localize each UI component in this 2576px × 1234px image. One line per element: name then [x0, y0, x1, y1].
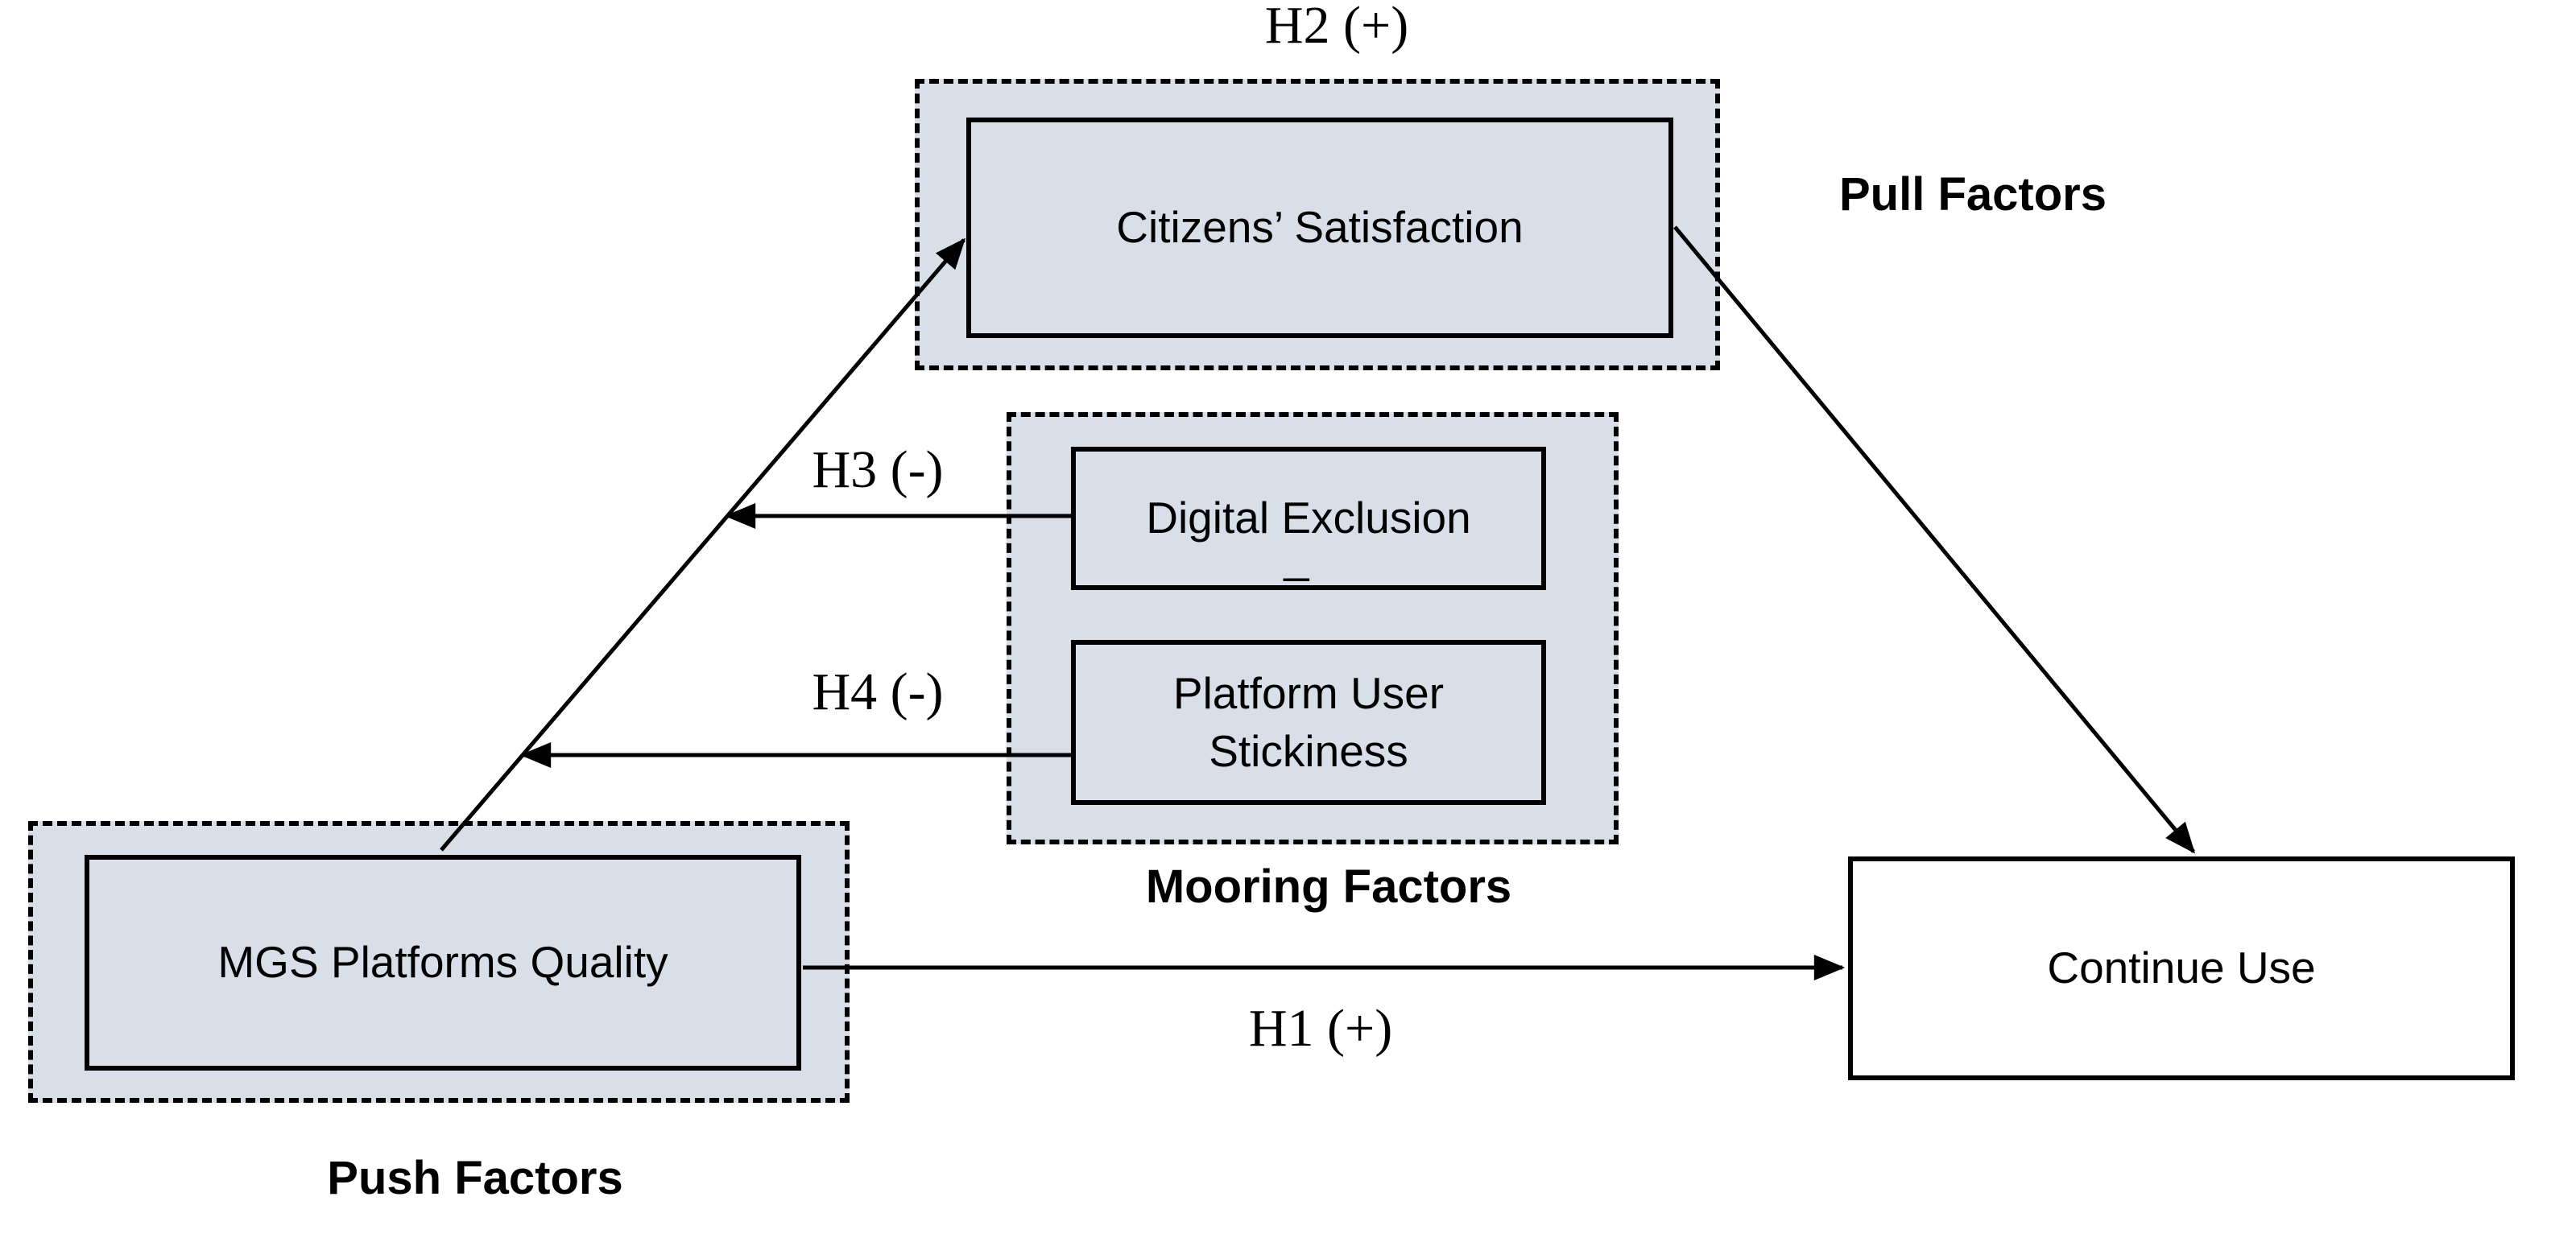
h4-label: H4 (-) — [812, 662, 944, 721]
mgs-to-satisfaction-arrow — [440, 237, 966, 852]
platform-user-stickiness-label: Platform User Stickiness — [1172, 668, 1445, 776]
platform-user-stickiness-node: Platform User Stickiness — [1071, 640, 1546, 805]
h1-label: H1 (+) — [1248, 999, 1393, 1058]
mgs-platforms-quality-node: MGS Platforms Quality — [85, 855, 801, 1071]
pull-factors-caption: Pull Factors — [1839, 168, 2107, 221]
h2-label: H2 (+) — [1264, 0, 1409, 55]
continue-use-label: Continue Use — [2047, 943, 2316, 993]
mgs-platforms-quality-label: MGS Platforms Quality — [217, 937, 668, 988]
mooring-factors-caption: Mooring Factors — [1145, 860, 1512, 913]
satisfaction-to-continue-arrow — [1673, 225, 2196, 854]
continue-use-node: Continue Use — [1848, 856, 2515, 1080]
digital-exclusion-label: Digital Exclusion — [1146, 493, 1471, 543]
h3-label: H3 (-) — [812, 440, 944, 499]
citizens-satisfaction-label: Citizens’ Satisfaction — [1116, 202, 1524, 253]
digital-exclusion-underscore: _ — [1284, 531, 1309, 582]
digital-exclusion-node: Digital Exclusion — [1071, 447, 1546, 590]
citizens-satisfaction-node: Citizens’ Satisfaction — [966, 118, 1673, 338]
push-factors-caption: Push Factors — [327, 1152, 623, 1204]
